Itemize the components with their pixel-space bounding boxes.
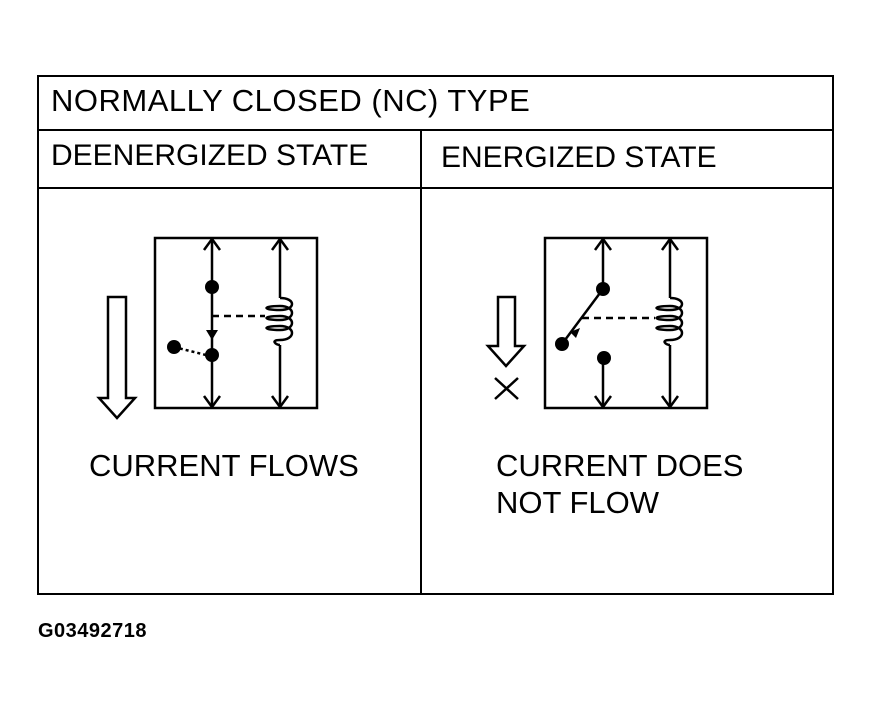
coil-icon (655, 296, 684, 347)
contact-arrow (206, 330, 218, 340)
deenergized-caption: CURRENT FLOWS (89, 447, 359, 484)
down-arrow-icon (96, 295, 138, 420)
energized-caption-line1: CURRENT DOES (496, 448, 744, 483)
coil-line-left (270, 236, 290, 410)
contact-fixed-top (205, 280, 219, 294)
energized-caption-line2: NOT FLOW (496, 485, 660, 520)
energized-state-label: ENERGIZED STATE (441, 141, 717, 174)
switch-line-right (593, 236, 613, 410)
diagram-frame: NORMALLY CLOSED (NC) TYPE DEENERGIZED ST… (37, 75, 834, 595)
switch-line-left (202, 236, 222, 410)
state-header-row: DEENERGIZED STATE ENERGIZED STATE (39, 131, 832, 189)
deenergized-state-label: DEENERGIZED STATE (51, 139, 369, 172)
deenergized-caption-line1: CURRENT FLOWS (89, 448, 359, 483)
contact-blade (560, 292, 602, 345)
x-mark-icon (494, 377, 519, 400)
relay-box (543, 236, 709, 410)
contact-fixed-bottom (597, 351, 611, 365)
contact-arrow (570, 328, 580, 338)
contact-fixed-top (596, 282, 610, 296)
down-arrow-icon (485, 295, 527, 368)
energized-relay (485, 236, 709, 410)
energized-caption: CURRENT DOES NOT FLOW (496, 447, 743, 521)
coil-icon (265, 296, 294, 347)
relay-box (153, 236, 319, 410)
column-divider (420, 131, 422, 595)
figure-code: G03492718 (38, 620, 148, 642)
title-row: NORMALLY CLOSED (NC) TYPE (39, 77, 832, 131)
diagram-title: NORMALLY CLOSED (NC) TYPE (51, 83, 531, 118)
contact-fixed-bottom (205, 348, 219, 362)
deenergized-relay (96, 236, 319, 420)
coil-line-right (660, 236, 680, 410)
